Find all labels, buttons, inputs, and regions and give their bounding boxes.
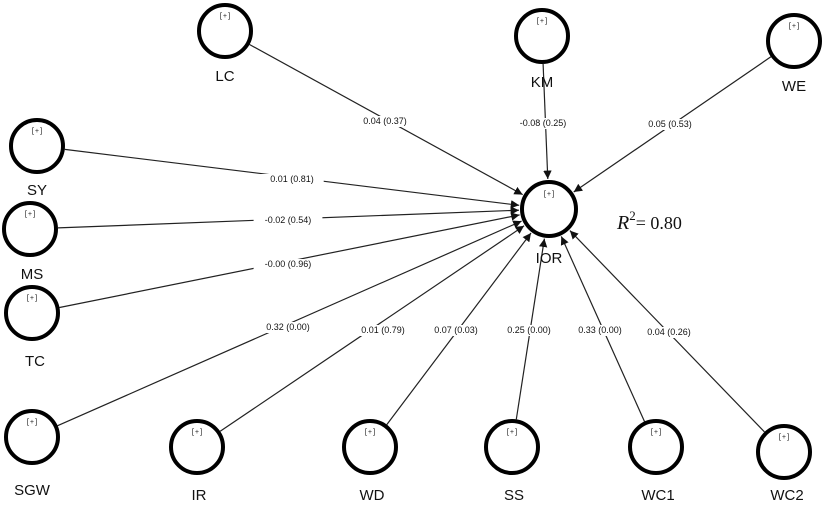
path-coefficient-ms: -0.02 (0.54) [265, 215, 312, 225]
node-label-wc2: WC2 [770, 487, 803, 504]
path-label-bg [637, 327, 701, 338]
node-label-ss: SS [504, 487, 524, 504]
node-label-sgw: SGW [14, 482, 51, 499]
node-circle-km[interactable] [514, 8, 570, 64]
path-label-bg [424, 325, 488, 336]
path-label-bg [568, 325, 632, 336]
r-squared-symbol: R [616, 212, 629, 234]
node-ms[interactable]: [+] MS [2, 201, 58, 283]
node-label-ior: IOR [536, 250, 563, 267]
r-squared-exponent: 2 [629, 208, 636, 223]
path-coefficient-wc2: 0.04 (0.26) [647, 327, 691, 337]
r-squared-value: = 0.80 [636, 213, 682, 233]
node-wd[interactable]: [+] WD [342, 419, 398, 504]
expand-marker-icon[interactable]: [+] [26, 419, 39, 427]
r-squared-annotation: R2= 0.80 [616, 208, 682, 234]
path-label-bg [256, 322, 320, 333]
path-labels: 0.04 (0.37) -0.08 (0.25) 0.05 (0.53) 0.01 (… [253, 116, 702, 338]
path-label-bg [253, 215, 323, 226]
expand-marker-icon[interactable]: [+] [506, 429, 519, 437]
node-label-tc: TC [25, 353, 45, 370]
expand-marker-icon[interactable]: [+] [31, 128, 44, 136]
path-lines [57, 43, 772, 433]
node-wc1[interactable]: [+] WC1 [628, 419, 684, 504]
target-node-ior[interactable]: [+] IOR [520, 180, 578, 267]
node-circle-ss[interactable] [484, 419, 540, 475]
node-wc2[interactable]: [+] WC2 [756, 424, 812, 504]
path-label-bg [260, 174, 324, 185]
path-label-bg [638, 119, 702, 130]
expand-marker-icon[interactable]: [+] [364, 429, 377, 437]
node-sy[interactable]: [+] SY [9, 118, 65, 199]
node-tc[interactable]: [+] TC [4, 285, 60, 370]
path-coefficient-wd: 0.07 (0.03) [434, 325, 478, 335]
expand-marker-icon[interactable]: [+] [24, 211, 37, 219]
node-circle-wc2[interactable] [756, 424, 812, 480]
node-km[interactable]: [+] KM [514, 8, 570, 91]
path-coefficient-lc: 0.04 (0.37) [363, 116, 407, 126]
path-label-bg [353, 116, 417, 127]
path-coefficient-ir: 0.01 (0.79) [361, 325, 405, 335]
node-circle-ior[interactable] [520, 180, 578, 238]
node-circle-we[interactable] [766, 13, 822, 69]
path-coefficient-sy: 0.01 (0.81) [270, 174, 314, 184]
path-label-bg [508, 118, 578, 129]
node-label-wc1: WC1 [641, 487, 674, 504]
node-lc[interactable]: [+] LC [197, 3, 253, 85]
node-ir[interactable]: [+] IR [169, 419, 225, 504]
node-sgw[interactable]: [+] SGW [4, 409, 60, 499]
node-we[interactable]: [+] WE [766, 13, 822, 95]
node-label-sy: SY [27, 182, 47, 199]
node-circle-sgw[interactable] [4, 409, 60, 465]
node-circle-wd[interactable] [342, 419, 398, 475]
expand-marker-icon[interactable]: [+] [650, 429, 663, 437]
expand-marker-icon[interactable]: [+] [536, 18, 549, 26]
path-coefficient-sgw: 0.32 (0.00) [266, 322, 310, 332]
node-label-ms: MS [21, 266, 44, 283]
node-circle-ir[interactable] [169, 419, 225, 475]
expand-marker-icon[interactable]: [+] [778, 434, 791, 442]
node-label-wd: WD [360, 487, 385, 504]
path-coefficient-km: -0.08 (0.25) [520, 118, 567, 128]
expand-marker-icon[interactable]: [+] [219, 13, 232, 21]
path-label-bg [253, 259, 323, 270]
node-ss[interactable]: [+] SS [484, 419, 540, 504]
node-label-km: KM [531, 74, 554, 91]
node-label-we: WE [782, 78, 806, 95]
construct-nodes: [+] LC [+] KM [+] WE [+] SY [+] MS [+] TC [+] SGW [+] I… [2, 3, 822, 504]
node-label-ir: IR [192, 487, 207, 504]
expand-marker-icon[interactable]: [+] [788, 23, 801, 31]
node-circle-sy[interactable] [9, 118, 65, 174]
path-label-bg [351, 325, 415, 336]
path-coefficient-wc1: 0.33 (0.00) [578, 325, 622, 335]
expand-marker-icon[interactable]: [+] [191, 429, 204, 437]
node-circle-tc[interactable] [4, 285, 60, 341]
node-circle-lc[interactable] [197, 3, 253, 59]
node-circle-ms[interactable] [2, 201, 58, 257]
node-circle-wc1[interactable] [628, 419, 684, 475]
path-coefficient-ss: 0.25 (0.00) [507, 325, 551, 335]
node-label-lc: LC [215, 68, 234, 85]
expand-marker-icon[interactable]: [+] [543, 191, 556, 199]
expand-marker-icon[interactable]: [+] [26, 295, 39, 303]
path-coefficient-we: 0.05 (0.53) [648, 119, 692, 129]
path-label-bg [497, 325, 561, 336]
path-coefficient-tc: -0.00 (0.96) [265, 259, 312, 269]
